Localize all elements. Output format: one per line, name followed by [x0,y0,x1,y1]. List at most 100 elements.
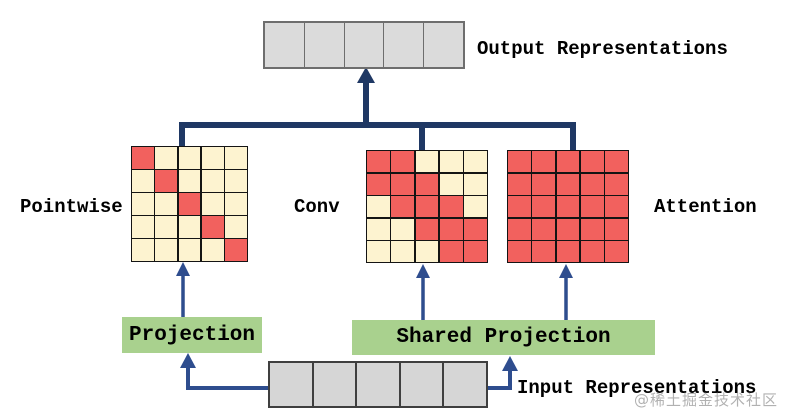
matrix-cell [580,151,604,172]
matrix-cell [464,241,487,262]
matrix-cell [132,239,154,261]
attention-matrix [507,150,629,263]
matrix-cell [178,216,201,238]
matrix-cell [580,241,604,262]
matrix-cell [132,216,154,238]
matrix-cell [155,147,178,169]
token-cell [344,23,384,67]
matrix-cell [464,196,487,217]
matrix-cell [439,241,463,262]
matrix-cell [605,241,628,262]
matrix-cell [415,173,439,195]
arrowhead-to-conv [416,264,430,278]
matrix-cell [201,193,224,215]
matrix-cell [556,151,580,172]
matrix-cell [508,218,531,240]
matrix-cell [201,216,224,238]
token-cell [444,363,486,406]
matrix-cell [556,218,580,240]
matrix-cell [178,147,201,169]
matrix-cell [508,196,531,217]
conv-label: Conv [294,196,340,218]
matrix-cell [464,173,487,195]
matrix-cell [201,239,224,261]
matrix-cell [415,241,439,262]
token-cell [357,363,399,406]
matrix-cell [391,218,415,240]
matrix-cell [225,239,247,261]
conv-matrix [366,150,488,263]
matrix-cell [367,241,390,262]
matrix-cell [439,173,463,195]
matrix-cell [132,193,154,215]
output-representations-bar [263,21,465,69]
matrix-cell [605,151,628,172]
token-cell [304,23,344,67]
arrowhead-to-output-bar [357,67,375,83]
matrix-cell [605,173,628,195]
watermark-text: @稀土掘金技术社区 [634,391,779,409]
matrix-cell [508,173,531,195]
matrix-cell [391,241,415,262]
matrix-cell [532,196,556,217]
output-representations-label: Output Representations [477,38,728,60]
pointwise-matrix [131,146,248,262]
matrix-cell [225,147,247,169]
matrix-cell [225,216,247,238]
token-cell [313,363,356,406]
matrix-cell [605,218,628,240]
matrix-cell [508,151,531,172]
matrix-cell [201,147,224,169]
matrix-cell [367,218,390,240]
attention-label: Attention [654,196,757,218]
token-cell [265,23,304,67]
matrix-cell [367,196,390,217]
matrix-cell [132,147,154,169]
matrix-cell [367,173,390,195]
matrix-cell [605,196,628,217]
matrix-cell [132,170,154,192]
matrix-cell [439,218,463,240]
matrix-cell [155,193,178,215]
matrix-cell [155,239,178,261]
matrix-cell [508,241,531,262]
connector-input-to-projection [186,366,269,390]
matrix-cell [532,173,556,195]
arrowhead-to-attention [559,264,573,278]
matrix-cell [178,239,201,261]
arrowhead-to-shared-projection [502,356,518,371]
matrix-cell [367,151,390,172]
matrix-cell [439,151,463,172]
matrix-cell [178,170,201,192]
matrix-cell [580,218,604,240]
token-cell [384,23,424,67]
matrix-cell [225,193,247,215]
matrix-cell [201,170,224,192]
matrix-cell [415,218,439,240]
matrix-cell [391,173,415,195]
arrowhead-to-pointwise [176,262,190,276]
matrix-cell [155,216,178,238]
shared-projection-box: Shared Projection [352,320,655,355]
input-representations-label: Input Representations [517,377,757,399]
matrix-cell [532,241,556,262]
matrix-cell [155,170,178,192]
matrix-cell [464,151,487,172]
matrix-cell [225,170,247,192]
matrix-cell [178,193,201,215]
matrix-cell [391,151,415,172]
matrix-cell [532,151,556,172]
matrix-cell [415,196,439,217]
token-cell [424,23,463,67]
arrowhead-to-projection [180,353,196,368]
matrix-cell [556,173,580,195]
projection-box: Projection [122,317,262,353]
input-representations-bar [268,361,488,408]
matrix-cell [556,196,580,217]
matrix-cell [464,218,487,240]
matrix-cell [415,151,439,172]
matrix-cell [391,196,415,217]
matrix-cell [439,196,463,217]
matrix-cell [580,173,604,195]
